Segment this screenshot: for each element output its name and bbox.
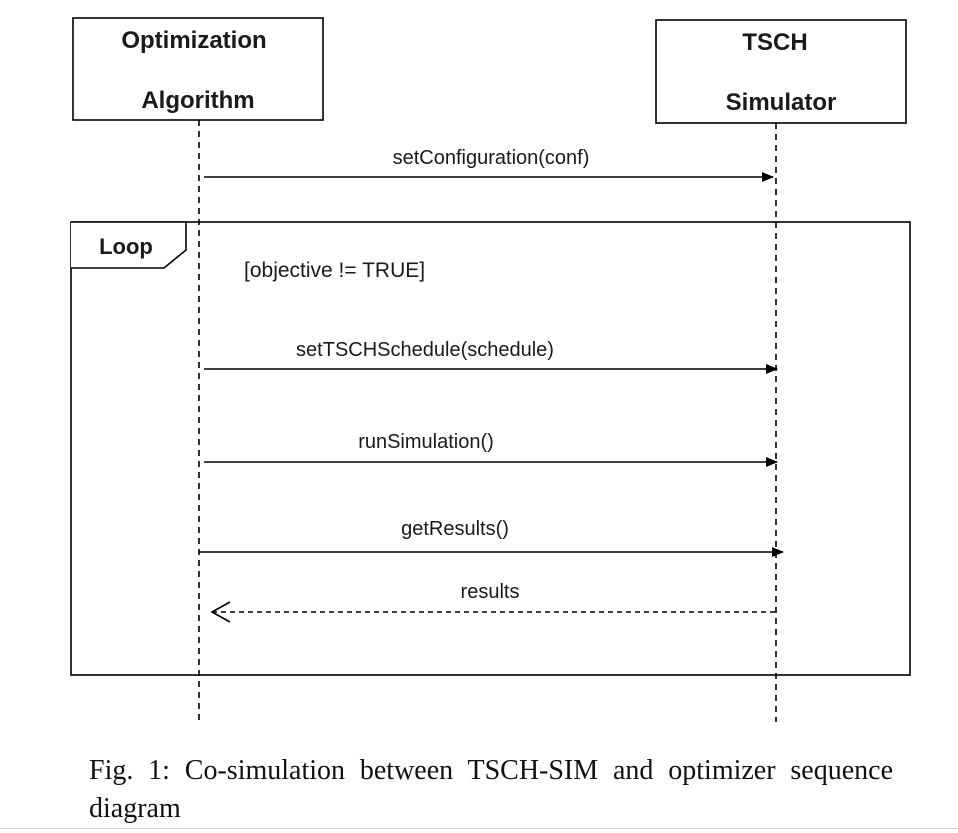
message-run-simulation: runSimulation() — [204, 431, 778, 467]
message-set-configuration: setConfiguration(conf) — [204, 147, 774, 182]
sequence-diagram: Optimization Algorithm TSCH Simulator se… — [70, 17, 911, 722]
message-label-run-simulation: runSimulation() — [358, 431, 494, 453]
message-set-tsch-schedule: setTSCHSchedule(schedule) — [204, 339, 778, 374]
participant-simulator-line2: Simulator — [726, 89, 837, 116]
message-label-set-configuration: setConfiguration(conf) — [393, 147, 590, 169]
loop-fragment: Loop [objective != TRUE] — [70, 221, 911, 676]
figure-caption: Fig. 1: Co-simulation between TSCH-SIM a… — [89, 755, 893, 824]
bottom-divider — [0, 828, 958, 829]
participant-simulator-line1: TSCH — [742, 29, 807, 56]
participant-tsch-simulator: TSCH Simulator — [655, 19, 907, 124]
participant-optimizer-line1: Optimization — [121, 27, 266, 54]
loop-label-tab — [71, 221, 187, 269]
loop-guard: [objective != TRUE] — [244, 259, 425, 282]
loop-label: Loop — [99, 234, 153, 259]
message-get-results: getResults() — [199, 518, 784, 557]
participant-optimization-algorithm: Optimization Algorithm — [72, 17, 324, 121]
message-label-set-tsch-schedule: setTSCHSchedule(schedule) — [296, 339, 554, 361]
message-results-return: results — [210, 581, 776, 623]
message-label-results: results — [461, 581, 520, 603]
participant-optimizer-line2: Algorithm — [141, 87, 254, 114]
message-label-get-results: getResults() — [401, 518, 509, 540]
open-arrowhead-icon — [210, 601, 231, 623]
